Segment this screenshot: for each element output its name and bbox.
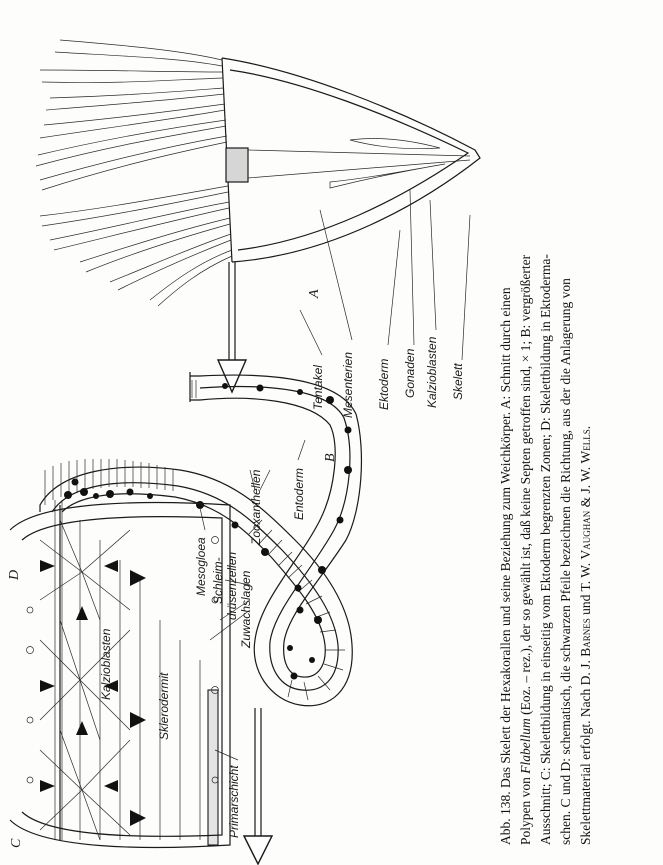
panel-a-polyp (36, 40, 480, 392)
genus-name: Flabellum (518, 718, 533, 775)
label-ektoderm: Ektoderm (377, 359, 391, 410)
label-kalzioblasten-c: Kalzioblasten (99, 628, 113, 700)
label-kalzioblasten-a: Kalzioblasten (425, 336, 439, 408)
panel-label-d: D (7, 570, 22, 581)
label-mesogloea: Mesogloea (194, 537, 208, 596)
label-schleim-1: Schleim- (211, 557, 225, 604)
caption-line-1: Abb. 138. Das Skelett der Hexakorallen u… (498, 287, 513, 845)
caption-line-2: Polypen von Flabellum (Eoz. – rez.), der… (518, 254, 533, 845)
caption-line-3: Ausschnitt; C: Skelettbildung in einseit… (538, 254, 553, 845)
panel-label-c: C (9, 838, 24, 848)
label-schleim-2: drüsenzellen (225, 552, 239, 620)
label-sklerodermit: Sklerodermit (157, 672, 171, 740)
panel-label-a: A (307, 289, 322, 299)
caption-line-5: Skelettmaterial erfolgt. Nach D. J. Barn… (578, 426, 593, 845)
label-entoderm: Entoderm (292, 468, 306, 520)
label-skelett: Skelett (451, 363, 465, 400)
caption-line-4: schen. C und D: schematisch, die schwarz… (558, 278, 573, 845)
label-zooxanthellen: Zooxanthellen (249, 469, 263, 546)
caption: Abb. 138. Das Skelett der Hexakorallen u… (498, 254, 593, 845)
panel-label-b: B (323, 453, 338, 462)
label-gonaden: Gonaden (403, 348, 417, 398)
label-zuwachslagen: Zuwachslagen (239, 570, 253, 649)
label-primarschicht: Primärschicht (227, 765, 241, 838)
